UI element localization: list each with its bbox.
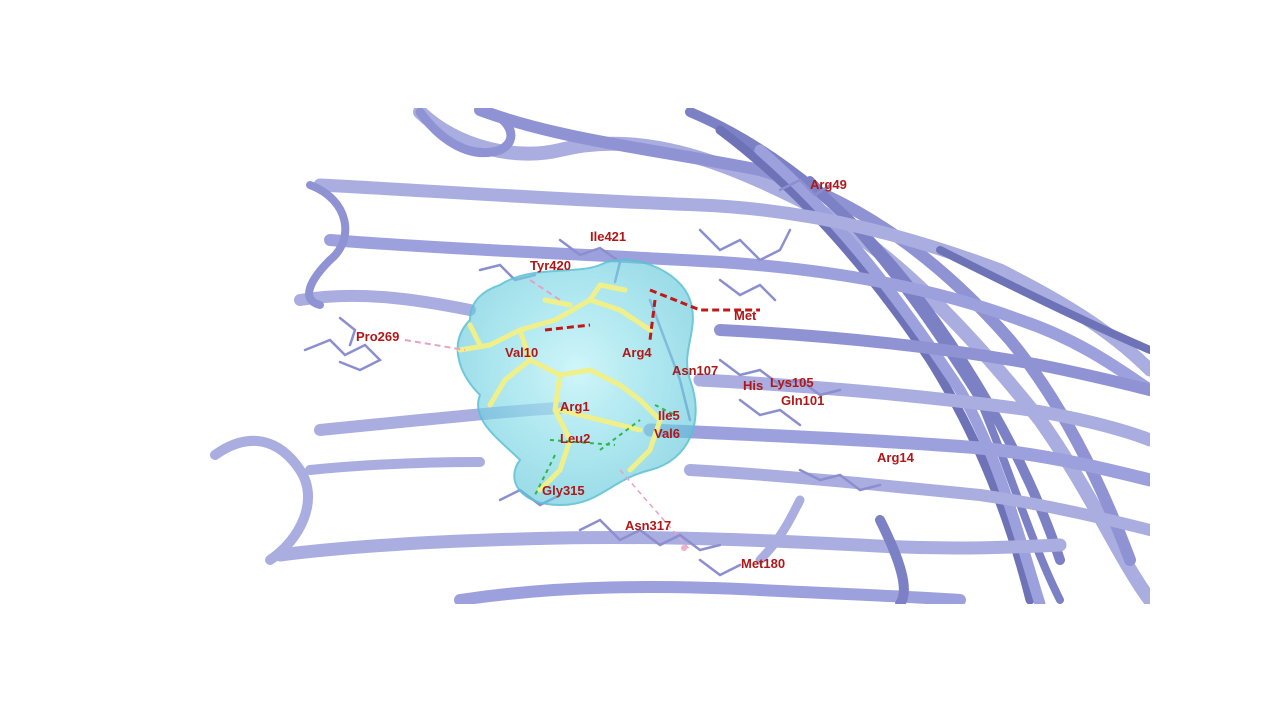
label-leu2: Leu2	[560, 431, 590, 446]
label-arg1: Arg1	[560, 399, 590, 414]
label-his: His	[743, 378, 763, 393]
interaction-lines	[404, 279, 760, 551]
residue-labels: Arg49 Ile421 Tyr420 Met Pro269 Val10 Arg…	[356, 177, 915, 571]
label-arg49: Arg49	[810, 177, 847, 192]
label-gly315: Gly315	[542, 483, 585, 498]
label-asn317: Asn317	[625, 518, 671, 533]
label-asn107: Asn107	[672, 363, 718, 378]
label-val6: Val6	[654, 426, 680, 441]
label-ile421: Ile421	[590, 229, 626, 244]
label-met180: Met180	[741, 556, 785, 571]
label-met: Met	[734, 308, 757, 323]
label-ile5: Ile5	[658, 408, 680, 423]
label-lys105: Lys105	[770, 375, 814, 390]
ligand-sticks	[457, 282, 663, 493]
label-val10: Val10	[505, 345, 538, 360]
label-arg4: Arg4	[622, 345, 652, 360]
label-gln101: Gln101	[781, 393, 824, 408]
ligand-surface	[456, 259, 697, 507]
label-pro269: Pro269	[356, 329, 399, 344]
label-arg14: Arg14	[877, 450, 915, 465]
label-tyr420: Tyr420	[530, 258, 571, 273]
